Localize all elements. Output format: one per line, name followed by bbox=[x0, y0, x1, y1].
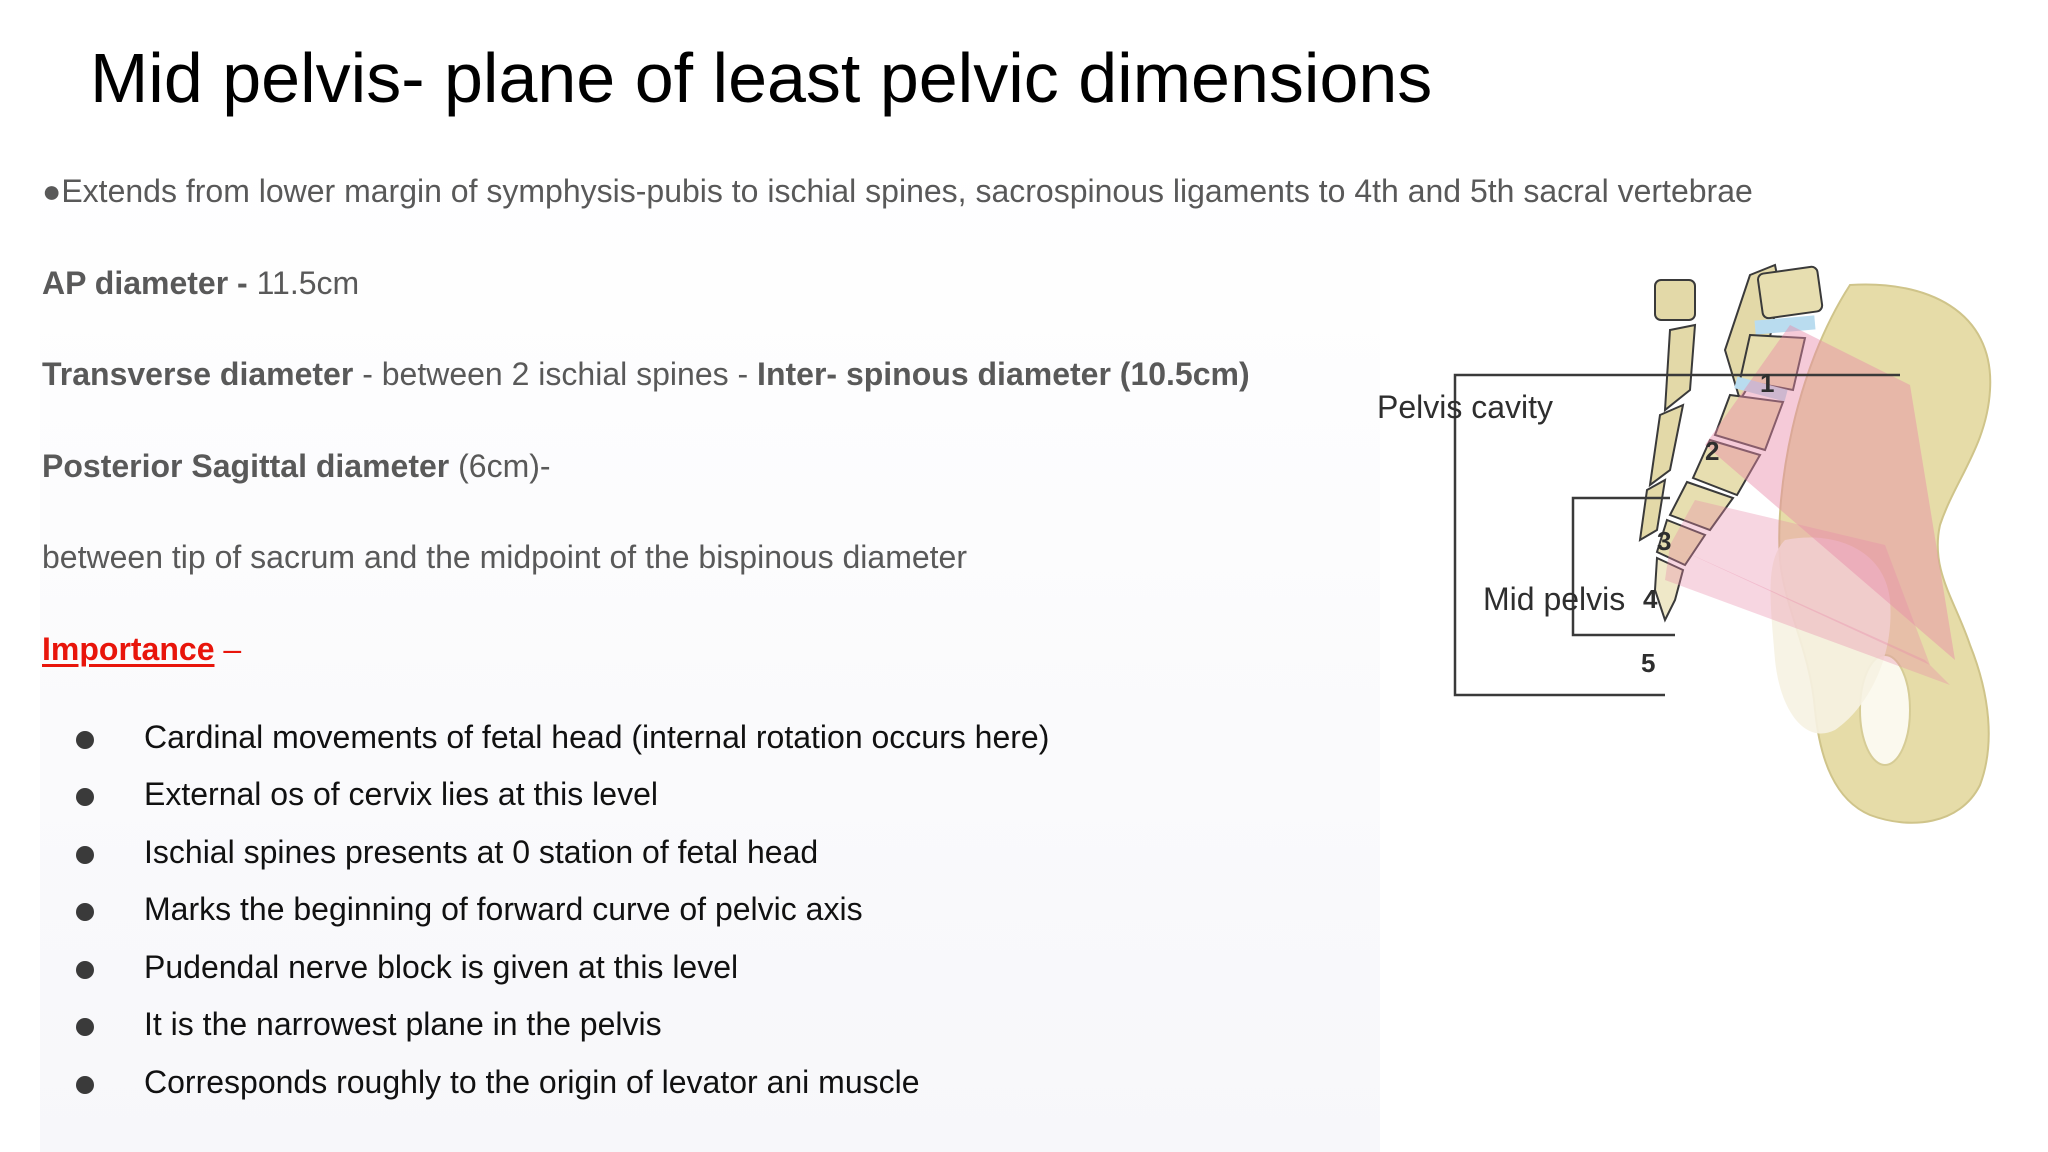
list-item-text: Marks the beginning of forward curve of … bbox=[144, 891, 863, 927]
posterior-sagittal-value: (6cm)- bbox=[449, 448, 551, 484]
ap-diameter-line: AP diameter - 11.5cm bbox=[42, 264, 359, 302]
sacral-body-4 bbox=[1668, 480, 1735, 532]
pelvis-cavity-box bbox=[1453, 373, 1900, 697]
spinous-1 bbox=[1654, 279, 1696, 321]
list-item-text: It is the narrowest plane in the pelvis bbox=[144, 1006, 662, 1042]
between-paragraph: between tip of sacrum and the midpoint o… bbox=[42, 539, 967, 575]
content-background bbox=[40, 150, 1380, 1152]
transverse-diameter-mid: - between 2 ischial spines - bbox=[353, 356, 758, 392]
transverse-diameter-line: Transverse diameter - between 2 ischial … bbox=[42, 355, 1250, 393]
importance-dash: – bbox=[214, 631, 242, 667]
bullet-icon bbox=[76, 731, 94, 749]
bullet-icon bbox=[76, 961, 94, 979]
outlet-plane bbox=[1665, 545, 1950, 685]
list-item-text: Cardinal movements of fetal head (intern… bbox=[144, 719, 1050, 755]
ap-diameter-value: 11.5cm bbox=[256, 265, 360, 301]
bullet-icon bbox=[76, 788, 94, 806]
vertebra-number-3: 3 bbox=[1657, 526, 1671, 556]
sacral-body-5 bbox=[1655, 518, 1707, 567]
pelvic-inlet-plane bbox=[1705, 325, 1955, 660]
bullet-icon bbox=[76, 1076, 94, 1094]
vertebra-number-4: 4 bbox=[1643, 584, 1658, 614]
bullet-icon bbox=[76, 903, 94, 921]
list-item-text: Pudendal nerve block is given at this le… bbox=[144, 949, 739, 985]
importance-label: Importance bbox=[42, 631, 215, 667]
pelvis-diagram: Pelvis cavity Mid pelvis 1 2 3 4 5 bbox=[1377, 263, 1992, 824]
importance-heading: Importance – bbox=[42, 630, 241, 668]
interspinous-diameter-text: Inter- spinous diameter (10.5cm) bbox=[757, 356, 1250, 392]
vertebra-1 bbox=[1757, 265, 1824, 320]
list-item-text: Corresponds roughly to the origin of lev… bbox=[144, 1064, 920, 1100]
extends-paragraph: ●Extends from lower margin of symphysis-… bbox=[42, 173, 1753, 209]
spinous-3 bbox=[1648, 403, 1685, 488]
list-item-text: External os of cervix lies at this level bbox=[144, 776, 658, 812]
spinous-4 bbox=[1638, 478, 1667, 542]
bullet-icon bbox=[76, 846, 94, 864]
sacral-body-2 bbox=[1713, 393, 1785, 452]
vertebra-number-2: 2 bbox=[1705, 436, 1719, 466]
mid-pelvis-label: Mid pelvis bbox=[1483, 581, 1625, 617]
mid-pelvis-box bbox=[1571, 496, 1675, 637]
vertebra-number-5: 5 bbox=[1641, 648, 1655, 678]
bullet-icon bbox=[76, 1018, 94, 1036]
ap-diameter-label: AP diameter bbox=[42, 265, 229, 301]
pale-region bbox=[1770, 537, 1891, 734]
transverse-diameter-label: Transverse diameter bbox=[42, 356, 354, 392]
posterior-sagittal-label: Posterior Sagittal diameter bbox=[42, 448, 450, 484]
sacral-body-3 bbox=[1691, 438, 1762, 497]
disc-2 bbox=[1734, 376, 1788, 402]
vertebra-number-1: 1 bbox=[1760, 368, 1774, 398]
mid-pelvis-plane bbox=[1670, 500, 1930, 665]
ap-diameter-sep: - bbox=[228, 265, 257, 301]
coccyx bbox=[1653, 556, 1685, 623]
pelvis-cavity-label: Pelvis cavity bbox=[1377, 389, 1553, 425]
slide-title: Mid pelvis- plane of least pelvic dimens… bbox=[90, 39, 1433, 117]
disc-1 bbox=[1754, 315, 1816, 335]
list-item-text: Ischial spines presents at 0 station of … bbox=[144, 834, 819, 870]
spinous-2 bbox=[1663, 323, 1697, 413]
posterior-sagittal-line: Posterior Sagittal diameter (6cm)- bbox=[42, 447, 551, 485]
